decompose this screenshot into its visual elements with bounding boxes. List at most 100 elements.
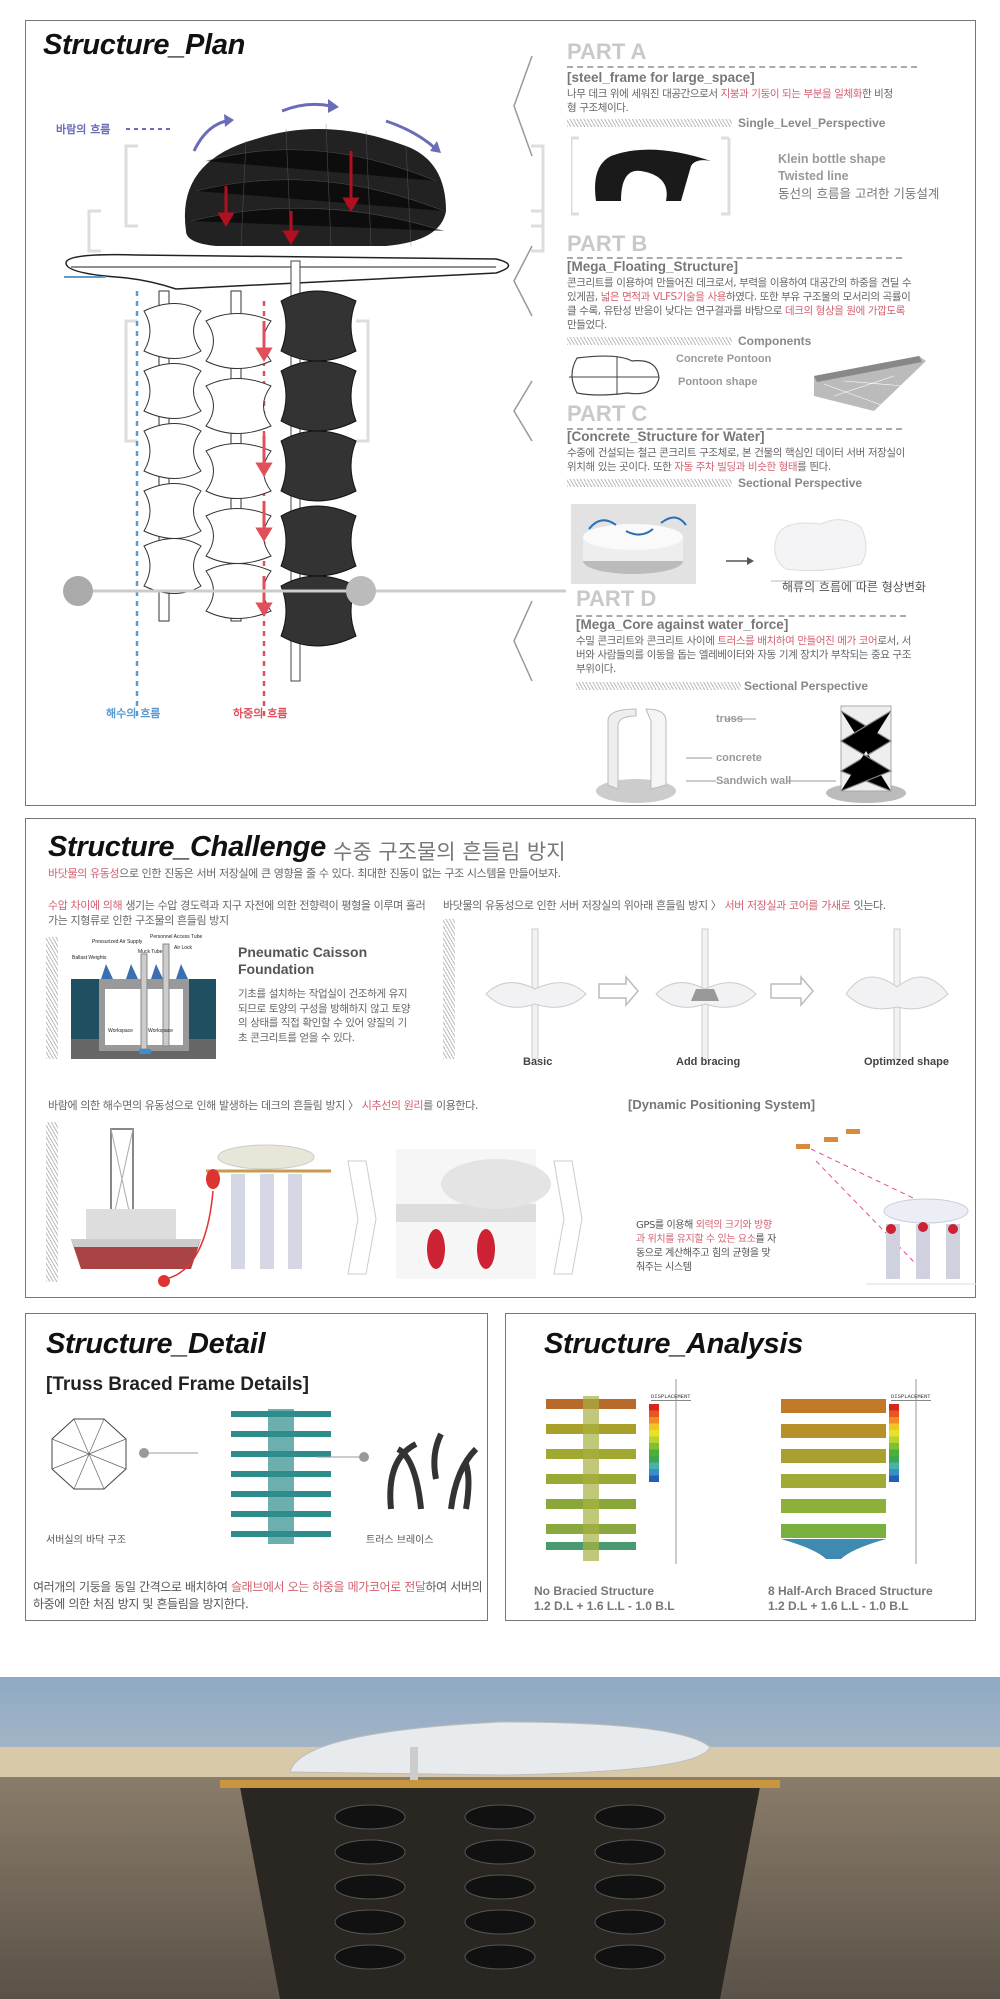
text-segment: 하여 서버의 하중에 의한 처짐 방지 및 흔들림을 방지한다.: [33, 1580, 483, 1611]
detail-text: 여러개의 기둥을 동일 간격으로 배치하여 슬래브에서 오는 하중을 메가코어로…: [33, 1579, 483, 1613]
part-pointer-brackets: [513, 55, 533, 682]
legend-swatch: [649, 1430, 659, 1437]
text-segment: 바닷물의 유동성으로 인한 서버 저장실의 위아래 흔들림 방지 〉: [443, 899, 725, 912]
dark-pods: [280, 290, 357, 647]
pontoon-shape-label: Pontoon shape: [678, 376, 758, 388]
shape-label-optimized: Optimzed shape: [864, 1056, 949, 1068]
text-segment: 으로 인한 진동은 서버 저장실에 큰 영향을 줄 수 있다. 최대한 진동이 …: [119, 867, 561, 880]
text-segment: 로서, 서버와 사람들의를 이동을 돕는 엘레베이터와 자동 기계 장치가 부착…: [576, 635, 911, 675]
caisson-label-air-supply: Pressurized Air Supply: [92, 939, 143, 945]
site-render-image: [0, 1677, 1000, 1999]
concrete-pontoon-label: Concrete Pontoon: [676, 353, 772, 365]
dps-text: GPS를 이용해 외력의 크기와 방향과 위치를 유지할 수 있는 요소를 자동…: [636, 1219, 776, 1275]
bracing-text: 바닷물의 유동성으로 인한 서버 저장실의 위아래 흔들림 방지 〉 서버 저장…: [443, 899, 886, 913]
caisson-label-workspace: Workspace: [148, 1028, 173, 1034]
part-c-heading: [Concrete_Structure for Water]: [567, 429, 765, 444]
highlight-text: 슬래브에서 오는 하중을 메가코어로 전달: [230, 1580, 426, 1594]
legend-head-half-arch: DISPLACEMENT: [891, 1393, 931, 1401]
legend-swatch: [889, 1423, 899, 1430]
detail-subtitle: [Truss Braced Frame Details]: [46, 1374, 309, 1395]
part-d-heading: [Mega_Core against water_force]: [576, 617, 789, 632]
part-c-sub: Sectional Perspective: [738, 476, 863, 490]
dps-title: [Dynamic Positioning System]: [628, 1097, 816, 1112]
legend-swatch: [649, 1423, 659, 1430]
underground-pods: [334, 1804, 666, 1970]
bracket-lines: [87, 144, 545, 443]
half-arch-model: [781, 1399, 886, 1559]
text-segment: 생기는 수압 경도력과 지구 자전에 의한 전향력이 평형을 이루며 흘러가는 …: [48, 899, 426, 927]
mooring-text: 바람에 의한 해수면의 유동성으로 인해 발생하는 데크의 흔들림 방지 〉 시…: [48, 1099, 478, 1113]
drillship-and-deck-images: [71, 1128, 583, 1287]
truss-brace-arches: [387, 1432, 479, 1510]
legend-swatch: [889, 1436, 899, 1443]
text-segment: 만들었다.: [567, 319, 607, 331]
wind-flow-label-text: 바람의 흐름: [56, 121, 111, 137]
legend-swatch: [889, 1475, 899, 1482]
legend-swatch: [889, 1430, 899, 1437]
part-c-body: 수중에 건설되는 철근 콘크리트 구조체로, 본 건물의 핵심인 데이터 서버 …: [567, 446, 912, 474]
load-combination: 1.2 D.L + 1.6 L.L - 1.0 B.L: [534, 1599, 675, 1613]
text-segment: 를 이용한다.: [423, 1099, 478, 1112]
legend-swatch: [649, 1436, 659, 1443]
highlight-text: 데크의 형상을 원에 가깝도록: [784, 305, 905, 317]
text-segment: 를 띈다.: [797, 461, 831, 473]
part-d-sub: Sectional Perspective: [744, 679, 869, 693]
part-d-body: 수밀 콘크리트와 콘크리트 사이에 트러스를 배치하여 만들어진 메가 코어로서…: [576, 634, 916, 676]
klein-bottle-frame-image: [571, 136, 731, 216]
text-segment: 잇는다.: [850, 899, 887, 912]
caisson-label-muck-tube: Muck Tube: [138, 949, 163, 955]
note: Klein bottle shape: [778, 152, 886, 166]
pontoon-shape-icon: [569, 355, 660, 396]
challenge-title: Structure_Challenge: [48, 831, 326, 863]
structure-analysis-panel: Structure_Analysis DISPLACEMENT DISPLACE…: [505, 1313, 976, 1621]
text-segment: 를 자동으로 계산해주고 힘의 균형을 맞춰주는 시스템: [636, 1234, 776, 1273]
part-d-label: PART D: [576, 586, 657, 611]
load-flow-label: 하중의 흐름: [233, 707, 288, 720]
highlight-text: 외력의 크기와 방향과 위치를 유지할 수 있는 요소: [636, 1220, 772, 1245]
text-segment: 한 비정형 구조체이다.: [567, 88, 893, 114]
note: Twisted line: [778, 169, 849, 183]
model-name: No Bracied Structure: [534, 1584, 655, 1598]
truss-frame-elevation: [231, 1409, 331, 1544]
text-segment: GPS를 이용해: [636, 1220, 696, 1231]
legend-swatch: [649, 1417, 659, 1424]
truss-brace-caption: 트러스 브레이스: [366, 1535, 434, 1546]
legend-swatch: [889, 1410, 899, 1417]
caisson-text: 기초를 설치하는 작업실이 건조하게 유지되므로 토양의 구성을 방해하지 않고…: [238, 988, 411, 1044]
legend-swatch: [649, 1443, 659, 1450]
part-b-heading: [Mega_Floating_Structure]: [567, 259, 739, 274]
wind-arrows: [192, 102, 438, 152]
model-label-no-braced: No Bracied Structure 1.2 D.L + 1.6 L.L -…: [534, 1584, 675, 1614]
legend-head-no-braced: DISPLACEMENT: [651, 1393, 691, 1401]
part-a-sub: Single_Level_Perspective: [738, 116, 886, 130]
analysis-title: Structure_Analysis: [544, 1328, 803, 1360]
legend-swatch: [889, 1417, 899, 1424]
text-segment: 바람에 의한 해수면의 유동성으로 인해 발생하는 데크의 흔들림 방지 〉: [48, 1099, 362, 1112]
no-braced-model: [546, 1396, 636, 1561]
part-c-label: PART C: [567, 401, 648, 426]
mega-core-images: [596, 705, 906, 803]
text-segment: 하였다. 또한 부유 구조물의 모서리의 곡률이 클 수록, 유탄성 반응이 낮…: [567, 291, 911, 317]
legend-swatch: [889, 1456, 899, 1463]
model-label-half-arch: 8 Half-Arch Braced Structure 1.2 D.L + 1…: [768, 1584, 933, 1614]
concrete-pontoon-image: [814, 356, 926, 411]
highlight-text: 시추선의 원리: [361, 1099, 424, 1112]
highlight-text: 자동 주차 빌딩과 비슷한 형태: [674, 461, 798, 473]
analysis-models: [546, 1379, 917, 1564]
floating-deck: [65, 253, 510, 290]
arrow-outline-icons: [598, 974, 814, 1008]
truss-detail-images: [51, 1409, 479, 1544]
plan-title: Structure_Plan: [43, 29, 246, 61]
detail-title: Structure_Detail: [46, 1328, 266, 1360]
part-a-notes: Klein bottle shape Twisted line 동선의 흐름을 …: [778, 151, 939, 202]
model-name: 8 Half-Arch Braced Structure: [768, 1584, 933, 1598]
caisson-label-ballast: Ballast Weights: [72, 955, 107, 961]
legend-swatch: [889, 1404, 899, 1411]
server-floor-caption: 서버실의 바닥 구조: [46, 1535, 126, 1546]
part-b-label: PART B: [567, 231, 648, 256]
legend-swatch: [649, 1462, 659, 1469]
legend-swatch: [649, 1475, 659, 1482]
text-segment: 수밀 콘크리트와 콘크리트 사이에: [576, 635, 718, 647]
highlight-text: 수압 차이에 의해: [48, 899, 123, 912]
legend-no-braced: [649, 1404, 659, 1482]
